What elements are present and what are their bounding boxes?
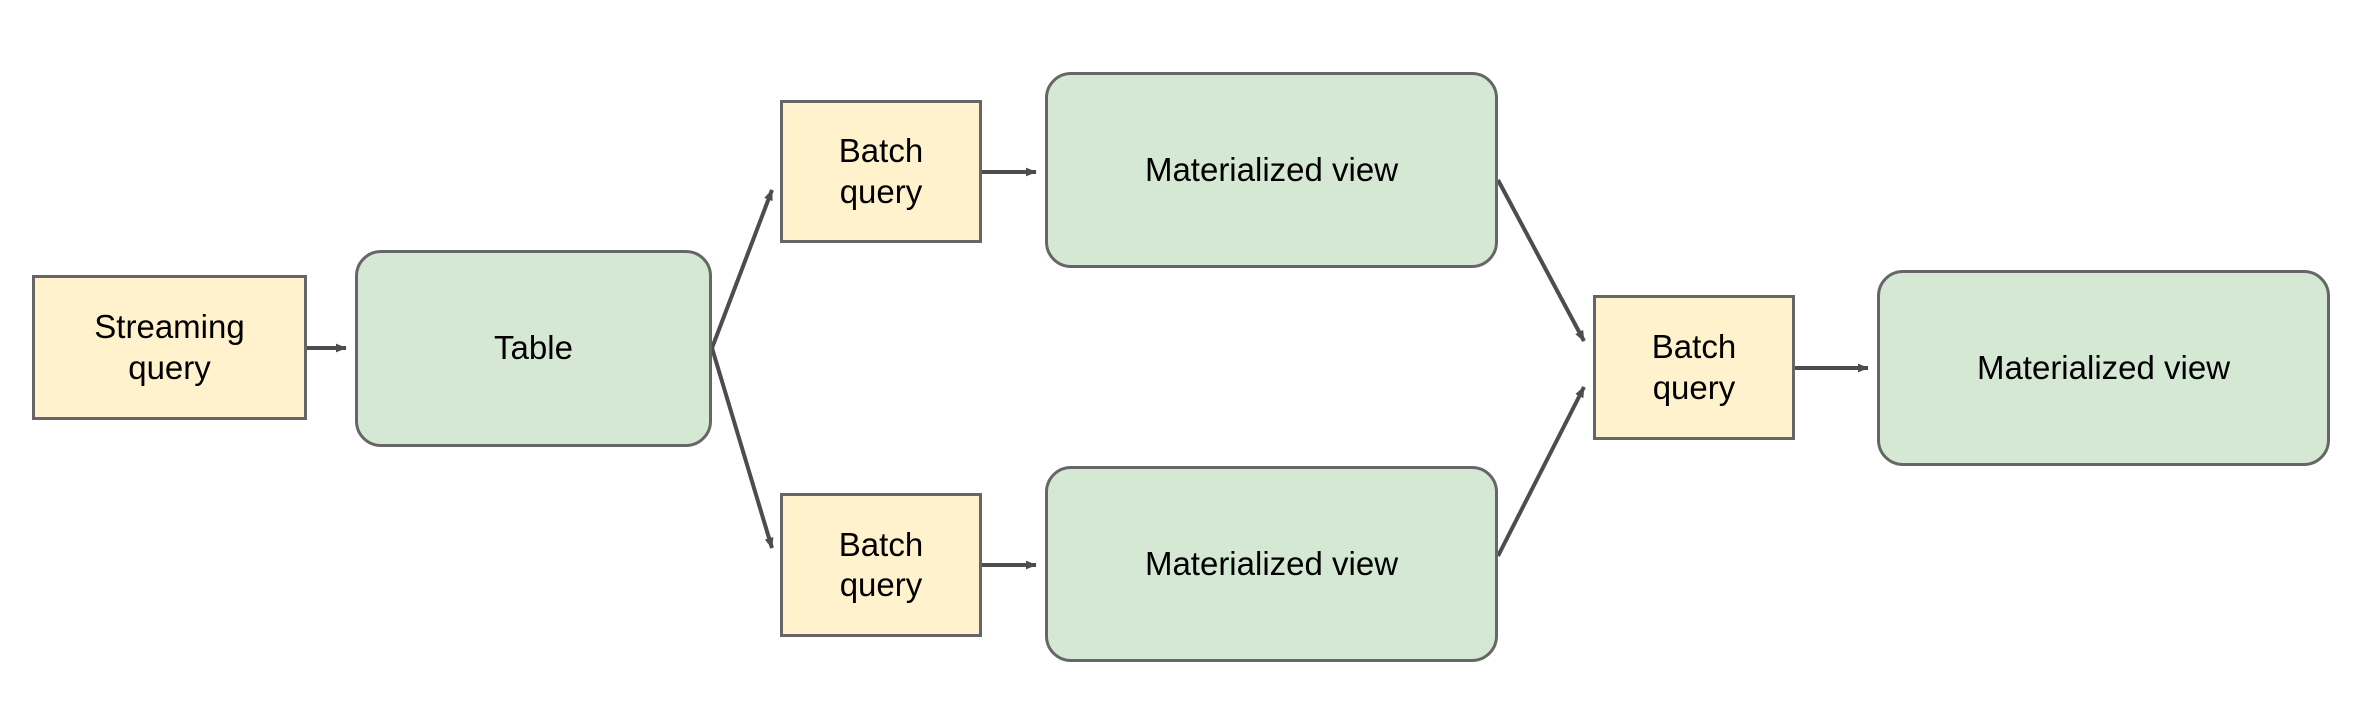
- node-materialized-view-top[interactable]: Materialized view: [1045, 72, 1498, 268]
- edge-materialized-view-top-to-batch-query-join: [1496, 179, 1586, 342]
- node-materialized-view-bottom[interactable]: Materialized view: [1045, 466, 1498, 662]
- node-batch-query-bottom[interactable]: Batch query: [780, 493, 982, 637]
- edge-table-to-batch-query-bottom: [710, 347, 774, 549]
- node-label: Materialized view: [1976, 348, 2231, 386]
- node-label: Streaming query: [94, 308, 245, 386]
- edge-table-to-batch-query-top: [710, 189, 774, 349]
- node-label: Batch query: [838, 525, 924, 603]
- node-batch-query-join[interactable]: Batch query: [1593, 295, 1795, 440]
- node-batch-query-top[interactable]: Batch query: [780, 100, 982, 243]
- node-streaming-query[interactable]: Streaming query: [32, 275, 307, 420]
- edge-materialized-view-bottom-to-batch-query-join: [1496, 386, 1586, 557]
- node-table[interactable]: Table: [355, 250, 712, 447]
- node-label: Table: [494, 329, 573, 367]
- node-materialized-view-final[interactable]: Materialized view: [1877, 270, 2330, 466]
- node-label: Batch query: [838, 132, 924, 210]
- node-label: Batch query: [1651, 328, 1737, 406]
- node-label: Materialized view: [1144, 150, 1399, 188]
- node-label: Materialized view: [1144, 544, 1399, 582]
